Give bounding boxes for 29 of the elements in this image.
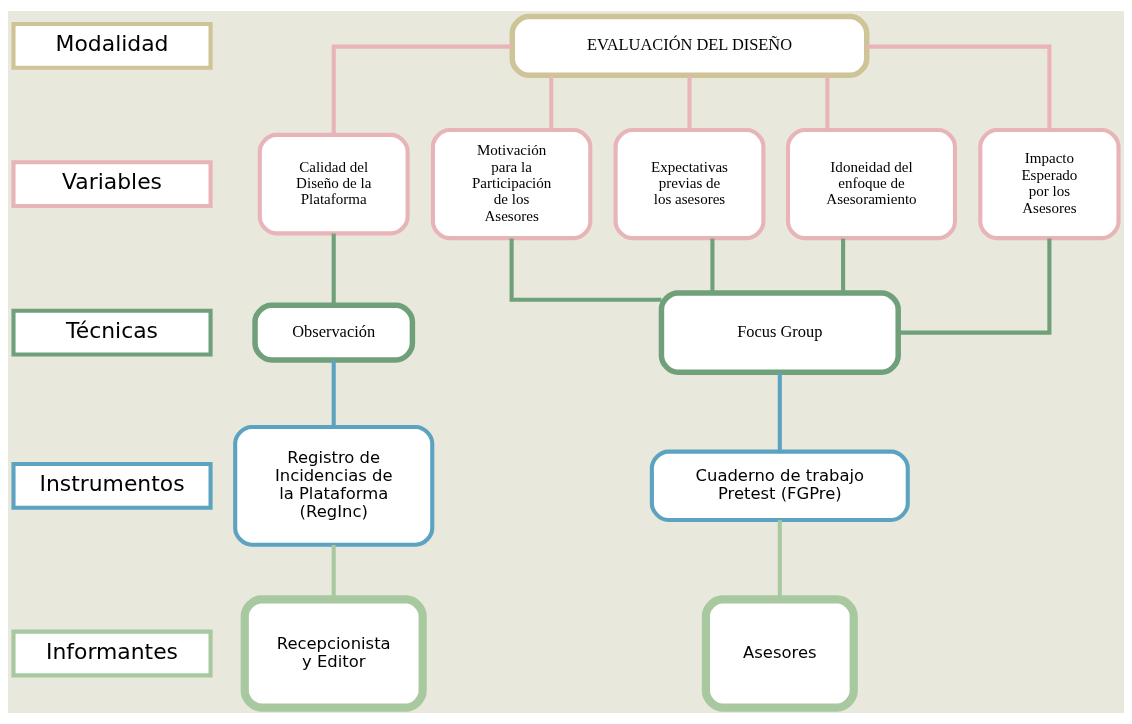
connector (509, 238, 662, 302)
connector (866, 44, 1052, 130)
node-box: Informantes (11, 629, 213, 678)
connector (841, 238, 846, 293)
node-box: Cuaderno de trabajo Pretest (FGPre) (649, 449, 910, 523)
node-box: Idoneidad del enfoque de Asesoramiento (785, 128, 958, 241)
connector (825, 75, 830, 130)
connector (687, 75, 692, 130)
connector (898, 238, 1052, 335)
connector (710, 238, 715, 293)
node-box: Expectativas previas de los asesores (613, 128, 766, 241)
node-box: Recepcionista y Editor (240, 595, 427, 712)
node-box: Observación (252, 302, 416, 363)
connector (331, 233, 336, 305)
node-box: Focus Group (658, 290, 901, 375)
node-box: Técnicas (11, 308, 213, 357)
node-box: Asesores (701, 595, 858, 712)
node-box: Calidad del Diseño de la Plataforma (257, 132, 410, 236)
connector (331, 359, 336, 427)
connector (331, 44, 513, 135)
node-box: EVALUACIÓN DEL DISEÑO (509, 13, 870, 79)
node-box: Instrumentos (11, 461, 213, 510)
node-box: Motivación para la Participación de los Asesores (430, 128, 593, 241)
node-box: Impacto Esperado por los Asesores (978, 128, 1121, 241)
connector (777, 372, 782, 452)
node-box: Variables (11, 160, 213, 209)
node-box: Modalidad (11, 21, 213, 70)
node-box: Registro de Incidencias de la Plataforma (RegInc) (233, 424, 435, 547)
connector (549, 75, 554, 130)
